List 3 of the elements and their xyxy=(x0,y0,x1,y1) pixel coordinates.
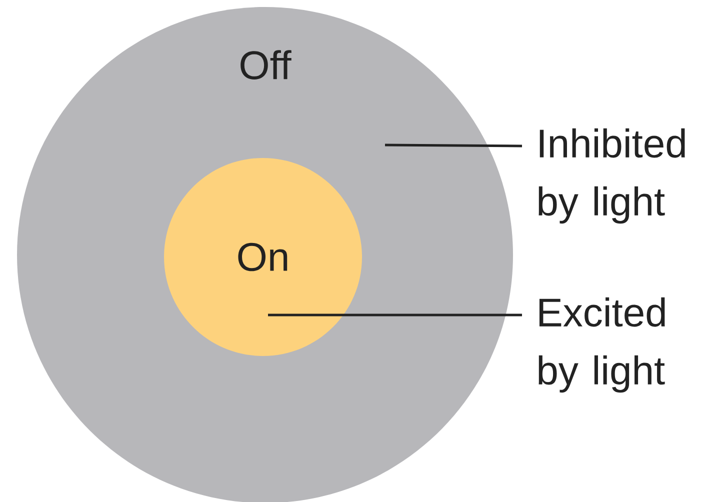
leader-line xyxy=(385,144,522,148)
callout-text: Inhibited by light xyxy=(538,128,685,224)
callout-text: Excited by light xyxy=(538,297,665,393)
